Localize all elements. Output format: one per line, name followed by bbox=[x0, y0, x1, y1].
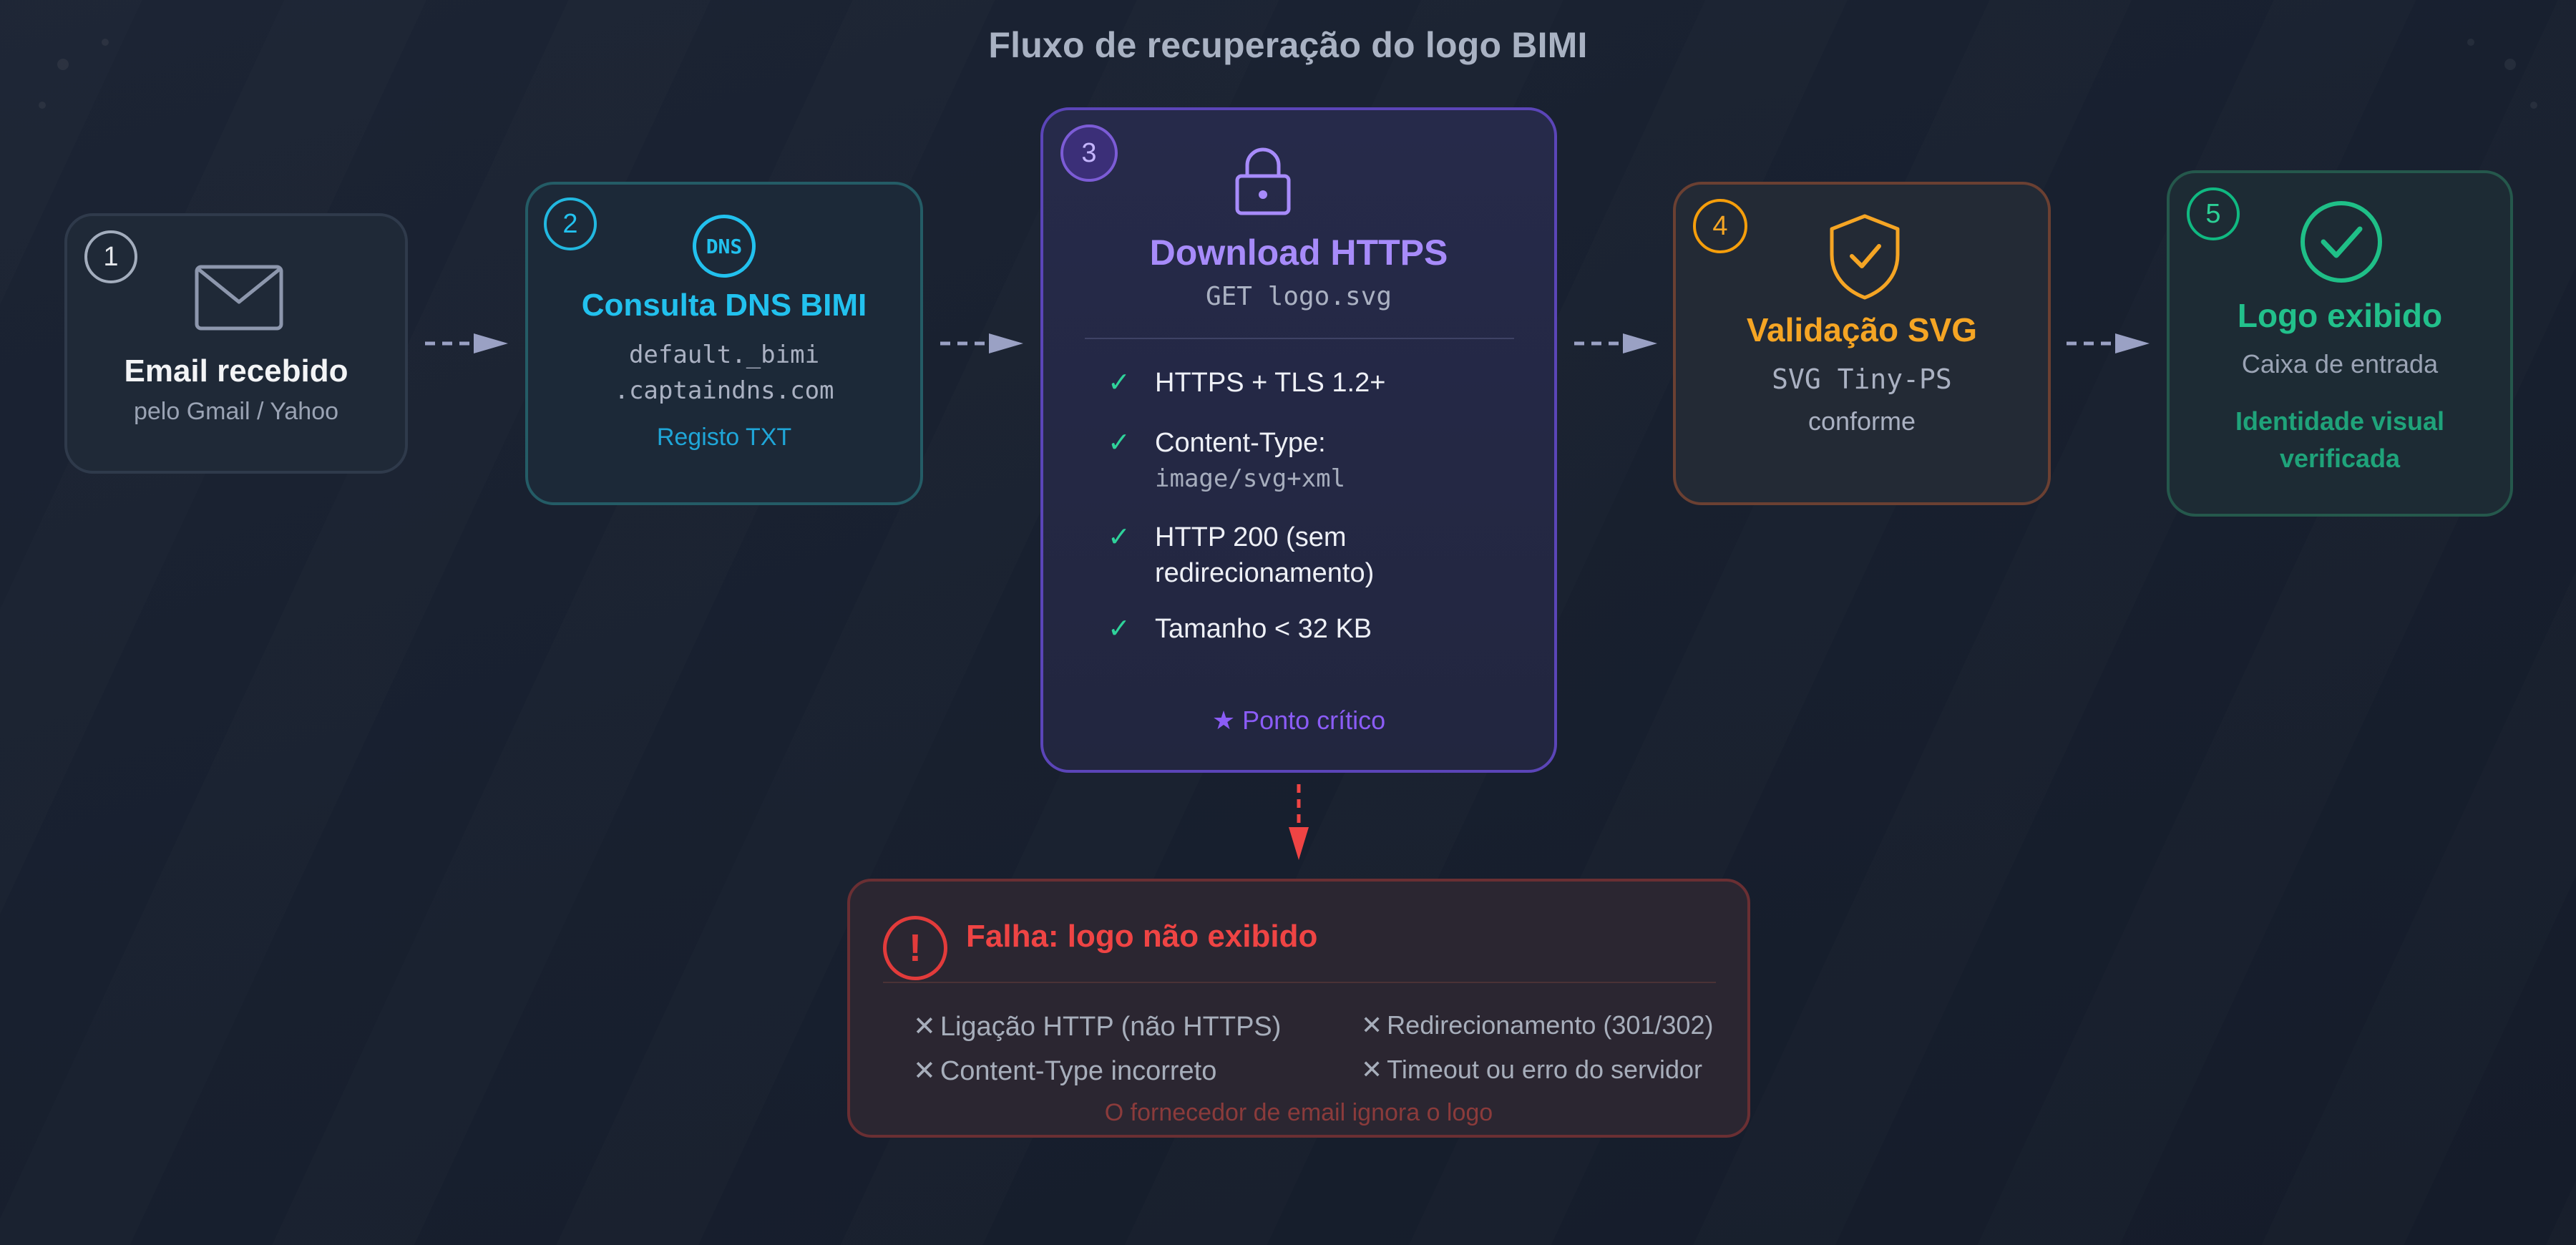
step-https-download-card: 3 Download HTTPS GET logo.svg ✓ HTTPS + … bbox=[1040, 107, 1557, 773]
check-text: Tamanho < 32 KB bbox=[1155, 614, 1372, 644]
envelope-icon bbox=[195, 265, 283, 331]
decor-dot bbox=[2504, 59, 2516, 70]
step-svg-validation-card: 4 Validação SVG SVG Tiny-PS conforme bbox=[1673, 182, 2051, 505]
svg-profile-status: conforme bbox=[1807, 406, 1916, 436]
step-title: Download HTTPS bbox=[1149, 233, 1448, 273]
failure-arrow bbox=[1289, 784, 1309, 860]
decor-dot bbox=[39, 102, 46, 109]
step-number-badge: 1 bbox=[84, 230, 137, 283]
check-icon: ✓ bbox=[1108, 428, 1131, 458]
divider bbox=[883, 982, 1716, 983]
https-command: GET logo.svg bbox=[1205, 282, 1392, 311]
check-icon: ✓ bbox=[1108, 614, 1131, 644]
page-title: Fluxo de recuperação do logo BIMI bbox=[988, 25, 1588, 65]
check-text: Content-Type: bbox=[1155, 428, 1326, 458]
https-check-item: ✓ Content-Type: image/svg+xml bbox=[1108, 425, 1345, 497]
https-check-item: ✓ HTTPS + TLS 1.2+ bbox=[1108, 365, 1385, 401]
svg-profile: SVG Tiny-PS bbox=[1772, 363, 1952, 395]
step-title: Logo exibido bbox=[2237, 297, 2443, 334]
https-check-item: ✓ HTTP 200 (sem redirecionamento) bbox=[1108, 519, 1374, 591]
failure-reason: ✕Content-Type incorreto bbox=[913, 1056, 1217, 1086]
decor-dot bbox=[57, 59, 69, 70]
step-email-received-card: 1 Email recebido pelo Gmail / Yahoo bbox=[64, 213, 408, 474]
failure-card: ! Falha: logo não exibido ✕Ligação HTTP … bbox=[847, 879, 1750, 1138]
step-subtitle: pelo Gmail / Yahoo bbox=[133, 398, 339, 425]
failure-title: Falha: logo não exibido bbox=[966, 919, 1318, 954]
check-subtext: image/svg+xml bbox=[1155, 464, 1346, 493]
flow-arrow bbox=[940, 333, 1023, 353]
step-number-badge: 2 bbox=[544, 197, 597, 250]
check-icon: ✓ bbox=[1108, 522, 1131, 552]
flow-arrow bbox=[2067, 333, 2150, 353]
step-number-badge: 4 bbox=[1693, 199, 1747, 253]
step-subtitle: Caixa de entrada bbox=[2241, 349, 2439, 379]
dns-record-line: default._bimi bbox=[628, 341, 820, 369]
check-circle-icon bbox=[2301, 201, 2382, 283]
shield-check-icon bbox=[1830, 214, 1900, 300]
step-title: Validação SVG bbox=[1746, 311, 1978, 348]
lock-icon bbox=[1235, 147, 1291, 215]
check-text: HTTP 200 (sem bbox=[1155, 522, 1347, 552]
failure-reason: ✕Redirecionamento (301/302) bbox=[1361, 1010, 1714, 1040]
failure-reason: ✕Timeout ou erro do servidor bbox=[1361, 1055, 1703, 1084]
dns-icon: DNS bbox=[693, 215, 756, 278]
dns-icon-label: DNS bbox=[706, 234, 743, 258]
step-number-badge: 5 bbox=[2187, 187, 2240, 240]
step-number-badge: 3 bbox=[1060, 125, 1118, 182]
step-title: Consulta DNS BIMI bbox=[581, 288, 867, 323]
flow-arrow bbox=[425, 333, 508, 353]
check-icon: ✓ bbox=[1108, 368, 1131, 398]
decor-dot bbox=[2530, 102, 2537, 109]
step-title: Email recebido bbox=[124, 353, 348, 389]
https-check-item: ✓ Tamanho < 32 KB bbox=[1108, 611, 1372, 647]
failure-footer: O fornecedor de email ignora o logo bbox=[1104, 1099, 1493, 1126]
alert-icon: ! bbox=[883, 916, 947, 980]
decor-dot bbox=[102, 39, 109, 46]
flow-arrow bbox=[1574, 333, 1657, 353]
divider bbox=[1085, 338, 1514, 339]
step-dns-lookup-card: 2 DNS Consulta DNS BIMI default._bimi .c… bbox=[525, 182, 923, 505]
critical-point-label: ★ Ponto crítico bbox=[1211, 706, 1386, 735]
verified-identity-note: Identidade visual bbox=[2235, 406, 2445, 436]
verified-identity-note: verificada bbox=[2279, 444, 2401, 473]
dns-record-line: .captaindns.com bbox=[614, 376, 834, 405]
dns-record-type: Registo TXT bbox=[656, 424, 792, 451]
failure-reason: ✕Ligação HTTP (não HTTPS) bbox=[913, 1012, 1282, 1042]
check-text: redirecionamento) bbox=[1155, 558, 1375, 588]
step-logo-displayed-card: 5 Logo exibido Caixa de entrada Identida… bbox=[2167, 170, 2513, 517]
alert-icon-glyph: ! bbox=[909, 927, 922, 970]
check-text: HTTPS + TLS 1.2+ bbox=[1155, 368, 1386, 398]
decor-dot bbox=[2467, 39, 2474, 46]
